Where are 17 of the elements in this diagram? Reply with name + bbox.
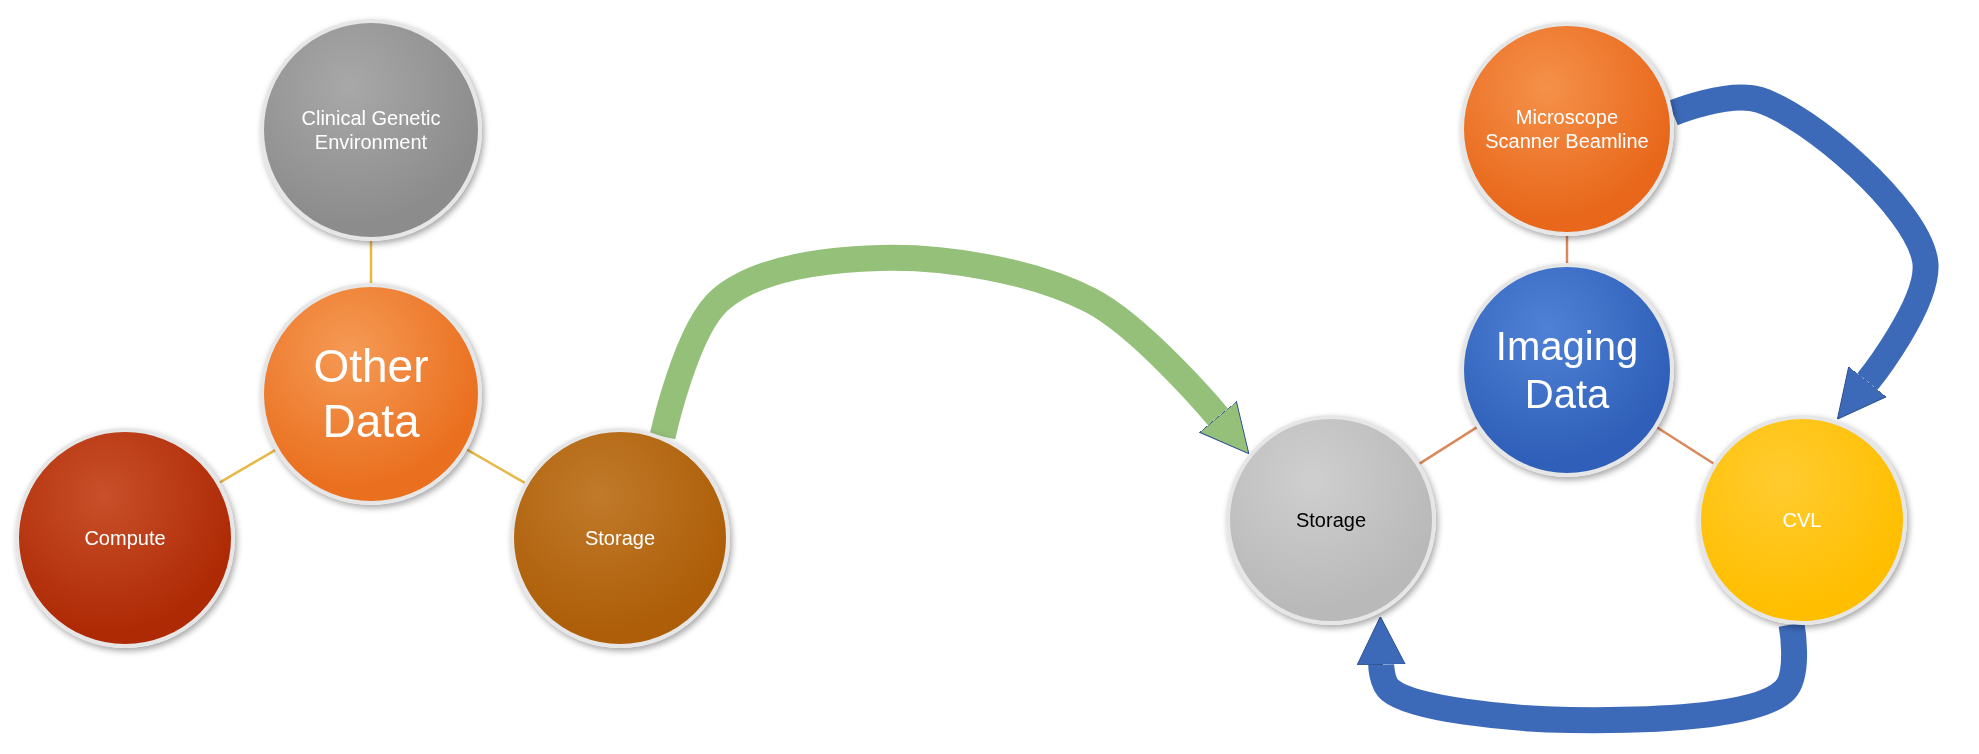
node-label: Compute	[83, 526, 167, 550]
node-label: Imaging Data	[1494, 323, 1640, 418]
connector-line	[219, 449, 276, 484]
connector-line	[466, 448, 526, 484]
node-label: CVL	[1781, 508, 1823, 532]
curved-arrow	[649, 244, 1250, 454]
node-label: Storage	[583, 526, 657, 550]
connector-line	[1418, 426, 1478, 465]
curved-arrow	[1668, 84, 1939, 420]
connector-line	[1565, 236, 1569, 263]
node-label: Storage	[1294, 508, 1368, 532]
connector-line	[1656, 426, 1715, 465]
node-label: Other Data	[312, 338, 430, 449]
curved-arrow	[1356, 616, 1808, 734]
connector-line	[369, 241, 373, 283]
node-label: Clinical Genetic Environment	[300, 106, 442, 154]
node-label: Microscope Scanner Beamline	[1484, 105, 1650, 153]
